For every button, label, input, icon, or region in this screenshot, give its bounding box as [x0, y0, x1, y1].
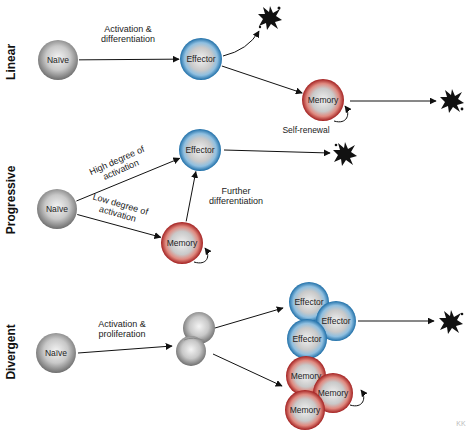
cell-node: Naïve — [38, 40, 78, 80]
connector-arrow — [222, 66, 302, 93]
cell-label: Memory — [290, 405, 321, 415]
edge-label: High degree of activation — [82, 141, 156, 189]
cell-body — [36, 333, 76, 373]
cell-label: Effector — [294, 297, 323, 307]
cell-label: Effector — [185, 145, 214, 155]
cell-body — [302, 79, 344, 121]
cell-node: Memory — [285, 390, 325, 430]
cell-label: Effector — [321, 316, 350, 326]
layout-arrows — [78, 31, 436, 406]
cell-node: Effector — [180, 38, 222, 80]
cell-body — [179, 129, 221, 171]
cell-label: Memory — [167, 238, 198, 248]
cell-body — [37, 189, 77, 229]
cell-node: Effector — [287, 319, 327, 359]
cell-label: Effector — [292, 334, 321, 344]
cell-text-area: Memory — [161, 222, 203, 264]
watermark: KK — [451, 420, 471, 428]
cell-node: Naïve — [36, 333, 76, 373]
cell-body — [161, 222, 203, 264]
cell-text-area: Effector — [287, 319, 327, 359]
connector-arrow — [79, 59, 179, 61]
cell-body — [38, 40, 78, 80]
dead-cell — [258, 6, 282, 30]
dead-cell — [333, 142, 357, 166]
cell-node: Effector — [179, 129, 221, 171]
row-heading: Linear — [5, 22, 19, 102]
cell-text-area: Memory — [302, 79, 344, 121]
cell-label: Memory — [308, 95, 339, 105]
cell-label: Naïve — [46, 204, 68, 214]
cell-body — [180, 38, 222, 80]
connector-arrow — [76, 158, 179, 201]
cell-text-area: Effector — [179, 129, 221, 171]
edge-label: Low degree of activation — [82, 189, 157, 229]
row-heading: Divergent — [5, 307, 19, 397]
row-heading: Progressive — [5, 150, 19, 250]
annotation: Activation & proliferation — [82, 319, 162, 340]
edge-label: Further differentiation — [196, 186, 276, 207]
dividing-cell — [176, 312, 215, 366]
cell-label: Effector — [186, 54, 215, 64]
cell-node: Memory — [161, 222, 203, 264]
connector-arrow — [77, 215, 161, 238]
dead-cell — [439, 310, 463, 334]
cell-text-area: Naïve — [36, 333, 76, 373]
cell-node: Naïve — [37, 189, 77, 229]
cell-body — [285, 390, 325, 430]
cell-label: Naïve — [45, 348, 67, 358]
cell-text-area: Effector — [180, 38, 222, 80]
cell-node: Memory — [302, 79, 344, 121]
dead-cell — [440, 89, 464, 113]
cell-body — [287, 319, 327, 359]
annotation: Self-renewal — [271, 126, 341, 136]
cell-text-area: Memory — [285, 390, 325, 430]
cell-label: Memory — [318, 388, 349, 398]
cell-label: Memory — [291, 371, 322, 381]
cell-label: Naïve — [47, 55, 69, 65]
cell-text-area: Naïve — [38, 40, 78, 80]
cell-text-area: Naïve — [37, 189, 77, 229]
edge-label: Activation & differentiation — [83, 24, 173, 45]
connector-arrow — [186, 172, 196, 222]
